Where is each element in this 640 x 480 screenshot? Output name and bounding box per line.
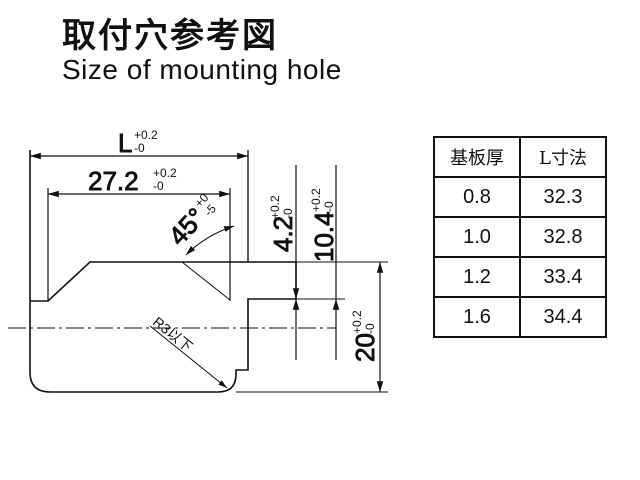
page-title-japanese: 取付穴参考図 [62, 16, 278, 56]
dim-depth-base: 4.2 [268, 216, 298, 252]
table-row: 0.8 32.3 [433, 176, 607, 218]
table-cell: 1.6 [433, 296, 521, 338]
dim-width-base: 27.2 [88, 166, 139, 196]
dim-step-base: 10.4 [309, 211, 339, 262]
dim-height-lower: -0 [363, 323, 377, 334]
l-dimension-table: 基板厚 L寸法 0.8 32.3 1.0 32.8 1.2 33.4 1.6 3… [433, 136, 607, 338]
dim-height-upper: +0.2 [350, 310, 364, 334]
table-cell: 32.8 [519, 216, 607, 258]
dim-width-lower: -0 [153, 179, 164, 193]
angle-leader [181, 261, 231, 301]
dim-step-upper: +0.2 [309, 188, 323, 212]
radius-leader [149, 325, 228, 389]
table-cell: 33.4 [519, 256, 607, 298]
page-title-english: Size of mounting hole [62, 54, 342, 85]
table-row: 1.2 33.4 [433, 256, 607, 298]
table-header-row: 基板厚 L寸法 [433, 136, 607, 178]
table-header-cell: L寸法 [519, 136, 607, 178]
table-header-cell: 基板厚 [433, 136, 521, 178]
dim-depth-lower: -0 [281, 208, 295, 219]
dim-depth-upper: +0.2 [268, 195, 282, 219]
dim-L-base: L [118, 128, 132, 158]
dim-radius-label: R3以下 [150, 314, 196, 355]
table-cell: 32.3 [519, 176, 607, 218]
table-cell: 1.0 [433, 216, 521, 258]
hole-outline [29, 150, 297, 393]
dim-step-lower: -0 [322, 201, 336, 212]
dim-arc-angle [185, 225, 235, 256]
dim-width-upper: +0.2 [153, 166, 177, 180]
table-cell: 0.8 [433, 176, 521, 218]
dim-L-upper: +0.2 [134, 128, 158, 142]
table-cell: 1.2 [433, 256, 521, 298]
dim-L-lower: -0 [134, 141, 145, 155]
table-cell: 34.4 [519, 296, 607, 338]
dim-height-base: 20 [350, 333, 380, 362]
table-row: 1.6 34.4 [433, 296, 607, 338]
table-row: 1.0 32.8 [433, 216, 607, 258]
